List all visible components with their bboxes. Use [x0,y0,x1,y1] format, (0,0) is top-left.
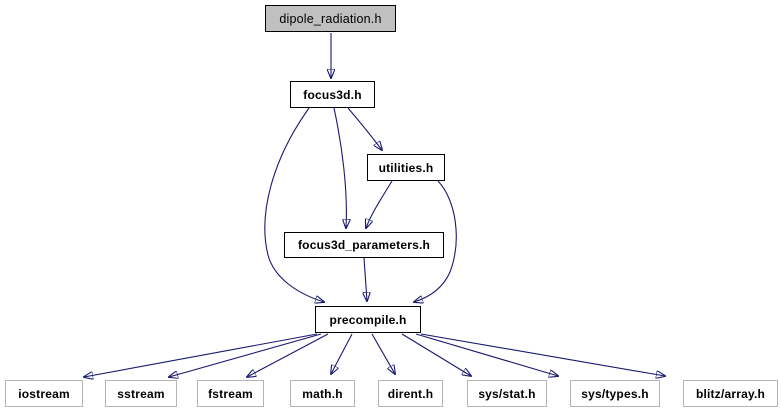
node-dirent-h: dirent.h [378,380,443,407]
edge-utilities-to-parameters [366,180,393,228]
node-sys-types-h: sys/types.h [570,380,660,407]
node-sstream: sstream [105,380,177,407]
edge-precompile-to-sstream [169,333,322,377]
edge-precompile-to-fstream [247,333,329,377]
edge-precompile-to-sysstat [401,333,471,376]
node-focus3d-parameters-h[interactable]: focus3d_parameters.h [284,232,444,258]
edge-focus3d-to-utilities [347,107,382,150]
edge-focus3d-to-parameters [333,107,346,228]
node-focus3d-h[interactable]: focus3d.h [290,81,375,108]
node-utilities-h[interactable]: utilities.h [367,154,445,181]
node-sys-stat-h: sys/stat.h [467,380,547,407]
node-iostream: iostream [5,380,83,407]
node-precompile-h[interactable]: precompile.h [315,306,421,333]
edge-precompile-to-math [331,333,353,374]
edge-precompile-to-blitz [420,333,665,376]
node-fstream: fstream [197,380,264,407]
edge-focus3d-to-precompile [264,107,324,302]
edge-precompile-to-iostream [84,333,318,377]
node-dipole-radiation-h: dipole_radiation.h [265,5,396,32]
edge-utilities-to-precompile [414,180,457,302]
node-blitz-array-h: blitz/array.h [683,380,778,407]
edge-precompile-to-systypes [415,333,558,376]
edge-precompile-to-dirent [371,333,395,374]
edge-parameters-to-precompile [364,257,367,301]
node-math-h: math.h [290,380,355,407]
